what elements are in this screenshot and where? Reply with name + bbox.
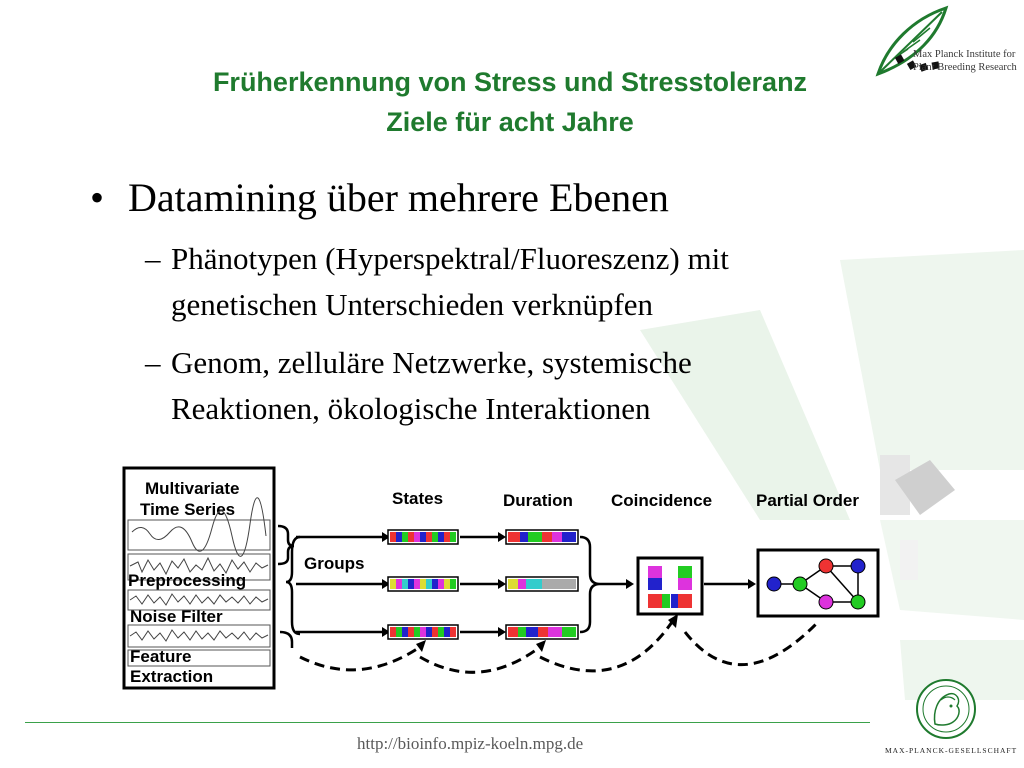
- bullet-text: Datamining über mehrere Ebenen: [128, 175, 669, 220]
- pipeline-diagram: Multivariate Time Series Preprocessing N…: [122, 466, 880, 690]
- footer-divider: [25, 722, 870, 723]
- coincidence-box: [636, 556, 704, 616]
- bullet-symbol: •: [90, 175, 105, 220]
- duration-bar-row-3: [505, 624, 579, 640]
- sub-item-line1: Genom, zelluläre Netzwerke, systemische: [171, 345, 692, 380]
- label-time-series: Time Series: [140, 500, 235, 519]
- label-partial-order: Partial Order: [756, 491, 859, 510]
- label-coincidence: Coincidence: [611, 491, 712, 510]
- state-bar-row-2: [387, 576, 459, 592]
- sub-item-line2: Reaktionen, ökologische Interaktionen: [171, 391, 651, 426]
- mpi-leaf-logo: [875, 5, 949, 77]
- label-multivariate: Multivariate: [145, 479, 239, 498]
- partial-order-box: [756, 548, 880, 618]
- sub-item-line2: genetischen Unterschieden verknüpfen: [171, 287, 654, 322]
- duration-bar-row-2: [505, 576, 579, 592]
- label-extraction: Extraction: [130, 667, 213, 686]
- slide-title: Früherkennung von Stress und Stresstoler…: [100, 62, 920, 142]
- sub-item-dash: –: [145, 241, 161, 276]
- slide-title-line2: Ziele für acht Jahre: [386, 107, 634, 137]
- sub-item-line1: Phänotypen (Hyperspektral/Fluoreszenz) m…: [171, 241, 729, 276]
- time-series-panel: [122, 466, 276, 690]
- duration-bar-row-1: [505, 529, 579, 545]
- institute-name: Max Planck Institute for Plant Breeding …: [913, 48, 1023, 74]
- slide-title-line1: Früherkennung von Stress und Stresstoler…: [212, 67, 808, 97]
- institute-name-line1: Max Planck Institute for: [913, 49, 1016, 60]
- label-preprocessing: Preprocessing: [128, 571, 246, 590]
- mpg-label: MAX-PLANCK-GESELLSCHAFT: [885, 746, 1018, 755]
- state-bar-row-1: [387, 529, 459, 545]
- footer-url[interactable]: http://bioinfo.mpiz-koeln.mpg.de: [357, 734, 584, 753]
- minerva-seal-logo: [916, 679, 976, 739]
- label-duration: Duration: [503, 491, 573, 510]
- sub-item-dash: –: [145, 345, 161, 380]
- institute-name-line2: Plant Breeding Research: [913, 62, 1017, 73]
- state-bar-row-3: [387, 624, 459, 640]
- label-groups: Groups: [304, 554, 364, 573]
- label-noise-filter: Noise Filter: [130, 607, 223, 626]
- label-states: States: [392, 489, 443, 508]
- label-feature: Feature: [130, 647, 191, 666]
